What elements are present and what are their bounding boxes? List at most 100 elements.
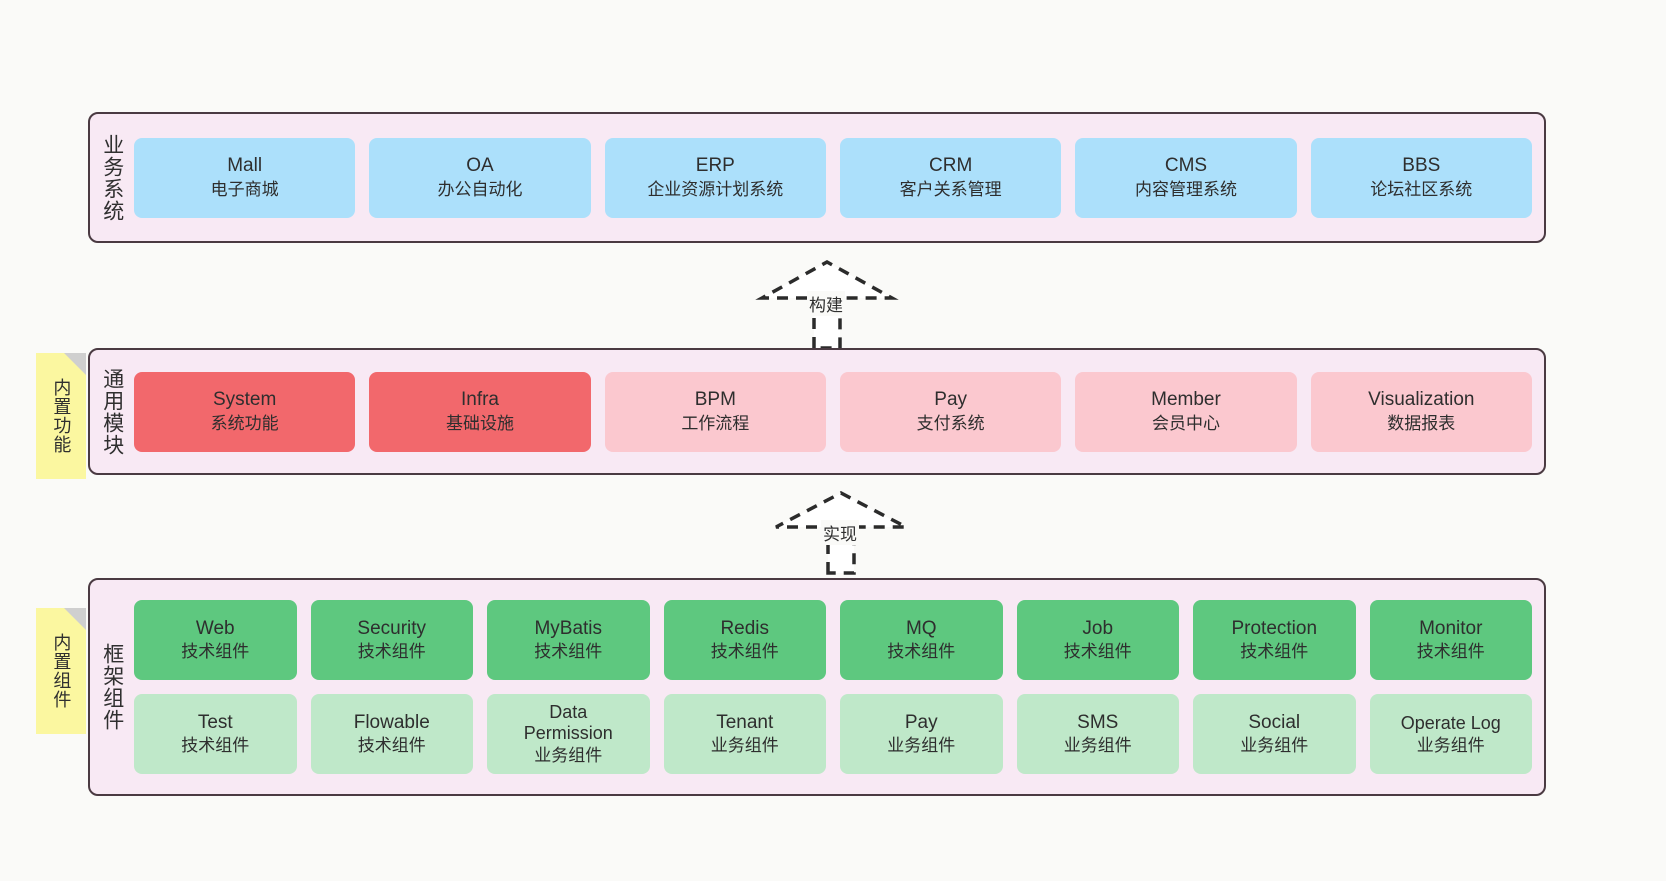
node-title: Visualization [1368,389,1475,411]
node-subtitle: 电子商城 [210,179,279,199]
node-sms[interactable]: SMS 业务组件 [1016,694,1179,774]
node-title: ERP [695,155,735,177]
node-subtitle: 技术组件 [357,642,426,662]
node-subtitle: 业务组件 [887,736,956,756]
layer-business-systems-title: 业务系统 [100,133,124,222]
note-builtin-components-label: 内置组件 [51,633,72,709]
note-builtin-features: 内置功能 [36,353,86,479]
node-title: BBS [1402,155,1441,177]
node-job[interactable]: Job 技术组件 [1016,600,1179,680]
node-title: CRM [929,155,973,177]
node-subtitle: 业务组件 [1416,735,1485,755]
node-mq[interactable]: MQ 技术组件 [840,600,1003,680]
node-title: BPM [694,389,736,411]
node-title: OA [466,155,494,177]
node-test[interactable]: Test 技术组件 [134,694,297,774]
node-title: MyBatis [534,617,603,639]
note-builtin-features-label: 内置功能 [51,378,72,454]
node-tenant[interactable]: Tenant 业务组件 [663,694,826,774]
node-subtitle: 技术组件 [181,642,250,662]
node-subtitle: 业务组件 [534,745,603,765]
node-title: System [212,389,277,411]
node-title: CMS [1164,155,1208,177]
node-title: Redis [720,617,770,639]
node-title: Monitor [1419,617,1483,639]
note-builtin-components: 内置组件 [36,608,86,734]
node-title: Mall [227,155,263,177]
node-subtitle: 技术组件 [887,642,956,662]
note-fold-icon [64,608,86,630]
arrow-build: 构建 [752,258,902,350]
node-flowable[interactable]: Flowable 技术组件 [310,694,473,774]
node-title: Web [195,617,235,639]
node-redis[interactable]: Redis 技术组件 [663,600,826,680]
node-security[interactable]: Security 技术组件 [310,600,473,680]
node-title: Flowable [353,711,430,733]
node-subtitle: 数据报表 [1387,413,1456,433]
node-subtitle: 业务组件 [1063,736,1132,756]
node-subtitle: 技术组件 [181,736,250,756]
node-subtitle: 会员中心 [1151,413,1220,433]
node-subtitle: 技术组件 [357,736,426,756]
node-title: Operate Log [1400,712,1501,733]
node-subtitle: 业务组件 [710,736,779,756]
node-subtitle: 系统功能 [210,413,279,433]
node-title: SMS [1077,711,1119,733]
node-subtitle: 技术组件 [710,642,779,662]
node-subtitle: 业务组件 [1240,736,1309,756]
node-subtitle: 内容管理系统 [1134,179,1237,199]
node-title: Security [357,617,427,639]
node-title: Infra [460,389,499,411]
node-title: Tenant [716,711,774,733]
arrow-implement-label: 实现 [821,520,859,545]
node-subtitle: 工作流程 [681,413,750,433]
node-title: Pay [934,389,968,411]
node-title: Protection [1231,617,1318,639]
node-title: Social [1248,711,1301,733]
node-subtitle: 办公自动化 [437,179,523,199]
node-subtitle: 企业资源计划系统 [647,179,784,199]
node-web[interactable]: Web 技术组件 [134,600,297,680]
arrow-implement: 实现 [766,489,916,575]
node-title: Member [1151,389,1221,411]
node-subtitle: 技术组件 [1240,642,1309,662]
layer-common-modules-title: 通用模块 [100,367,124,456]
node-title: MQ [905,617,937,639]
node-subtitle: 技术组件 [1063,642,1132,662]
node-title: Test [197,711,233,733]
node-monitor[interactable]: Monitor 技术组件 [1369,600,1532,680]
node-subtitle: 支付系统 [916,413,985,433]
node-subtitle: 技术组件 [1416,642,1485,662]
node-title: Job [1082,617,1114,639]
node-subtitle: 论坛社区系统 [1370,179,1473,199]
node-social[interactable]: Social 业务组件 [1193,694,1356,774]
node-protection[interactable]: Protection 技术组件 [1193,600,1356,680]
